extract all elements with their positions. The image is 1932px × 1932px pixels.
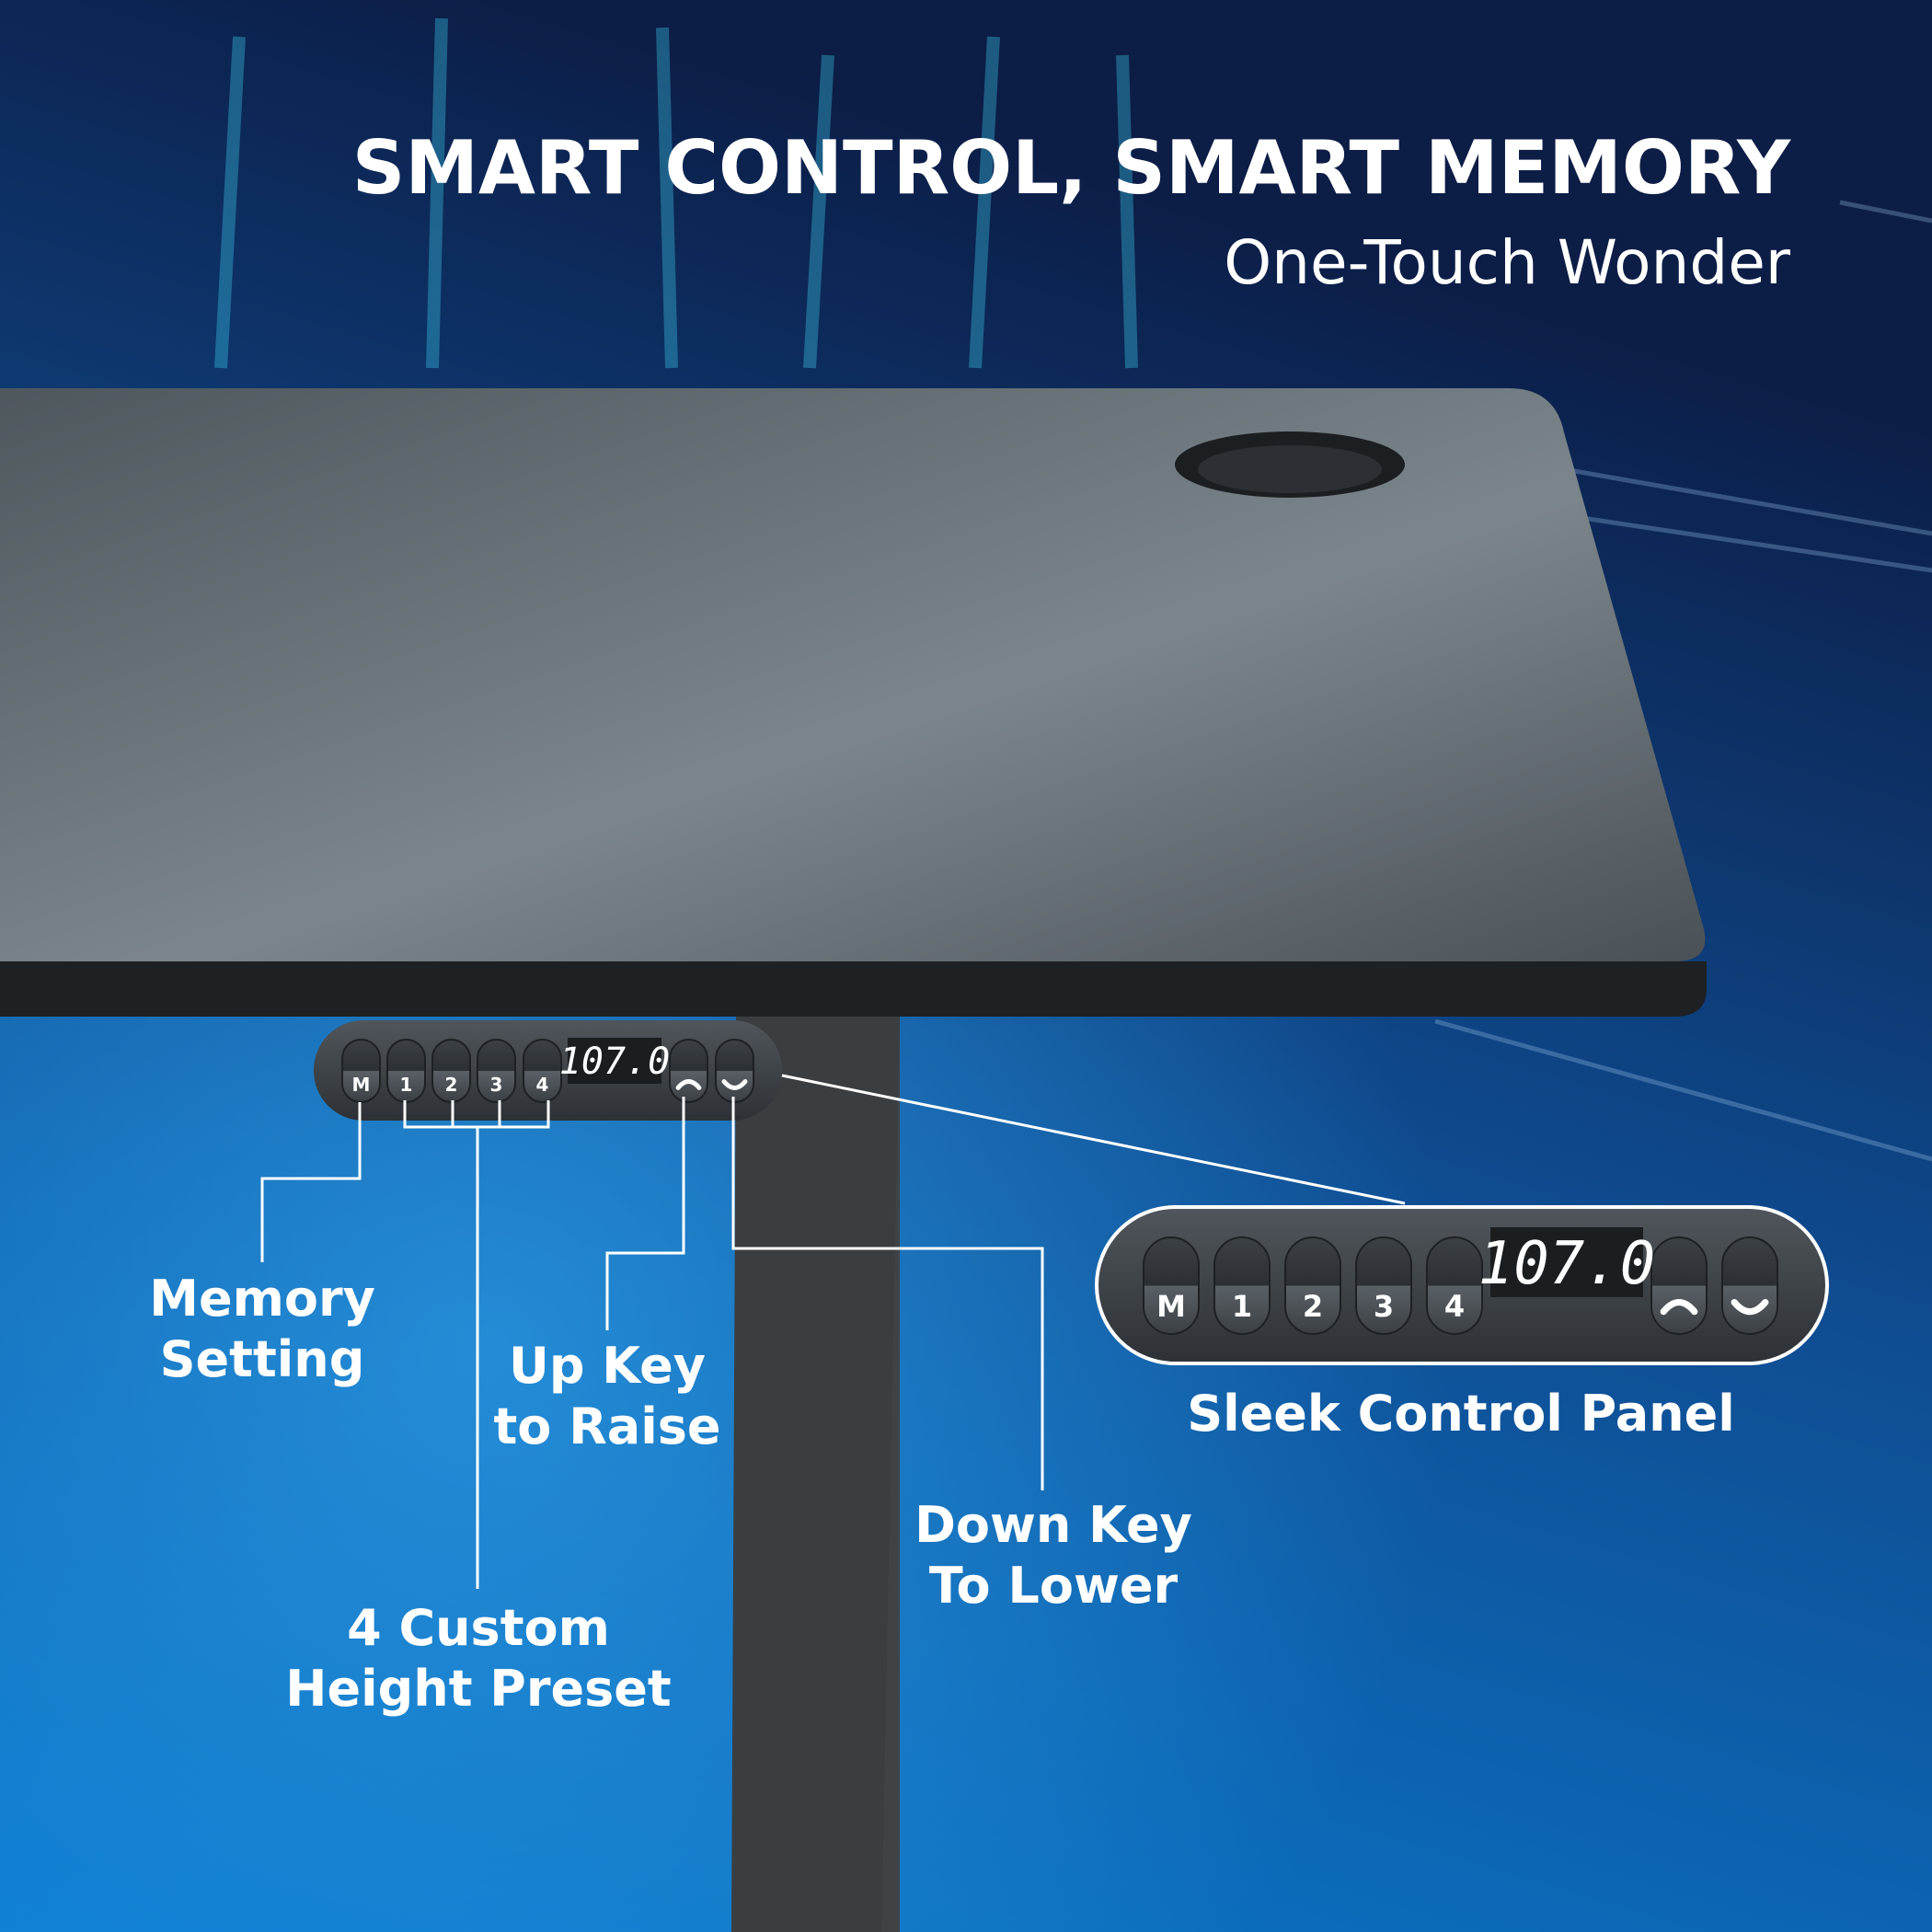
key-1[interactable]: 1: [1213, 1236, 1271, 1335]
key-2[interactable]: 2: [431, 1039, 471, 1103]
desktop-edge: [0, 961, 1707, 1017]
key-label: 3: [490, 1074, 503, 1096]
key-label: M: [1156, 1289, 1186, 1324]
callout-control-panel: Sleek Control Panel: [1187, 1385, 1735, 1443]
down-key[interactable]: [715, 1039, 754, 1103]
window-light-streaks: [214, 17, 1138, 369]
key-label: 4: [1444, 1289, 1465, 1324]
height-display-small: [568, 1038, 661, 1084]
key-m[interactable]: M: [1143, 1236, 1200, 1335]
key-label: 2: [445, 1074, 458, 1096]
key-m[interactable]: M: [341, 1039, 381, 1103]
key-label: 3: [1374, 1289, 1394, 1324]
key-label: 1: [400, 1074, 413, 1096]
callout-lines: [260, 1074, 1406, 1589]
key-label: 2: [1303, 1289, 1323, 1324]
up-key[interactable]: [669, 1039, 708, 1103]
chevron-down-icon: [1731, 1298, 1769, 1316]
chevron-down-icon: [721, 1079, 748, 1090]
key-3[interactable]: 3: [1355, 1236, 1412, 1335]
key-3[interactable]: 3: [477, 1039, 516, 1103]
desk: [0, 388, 1707, 1932]
headline: SMART CONTROL, SMART MEMORY: [352, 125, 1791, 211]
chevron-up-icon: [1660, 1298, 1698, 1316]
down-key[interactable]: [1721, 1236, 1778, 1335]
desktop-surface: [0, 388, 1706, 961]
key-4[interactable]: 4: [1426, 1236, 1483, 1335]
key-2[interactable]: 2: [1284, 1236, 1341, 1335]
key-label: 4: [536, 1074, 549, 1096]
up-key[interactable]: [1650, 1236, 1708, 1335]
desk-control-panel: M 1 2 3 4 107.0: [314, 1020, 782, 1121]
height-display: [1490, 1227, 1643, 1297]
key-label: M: [352, 1074, 371, 1096]
subheadline: One-Touch Wonder: [1224, 227, 1791, 298]
height-readout-small: 107.0: [559, 1041, 670, 1083]
key-label: 1: [1232, 1289, 1252, 1324]
height-readout: 107.0: [1478, 1230, 1656, 1298]
window-frame-lines: [1434, 200, 1932, 1162]
key-1[interactable]: 1: [386, 1039, 426, 1103]
key-4[interactable]: 4: [523, 1039, 562, 1103]
control-panel-closeup: M 1 2 3 4 107.0: [1095, 1205, 1829, 1365]
chevron-up-icon: [675, 1079, 702, 1090]
